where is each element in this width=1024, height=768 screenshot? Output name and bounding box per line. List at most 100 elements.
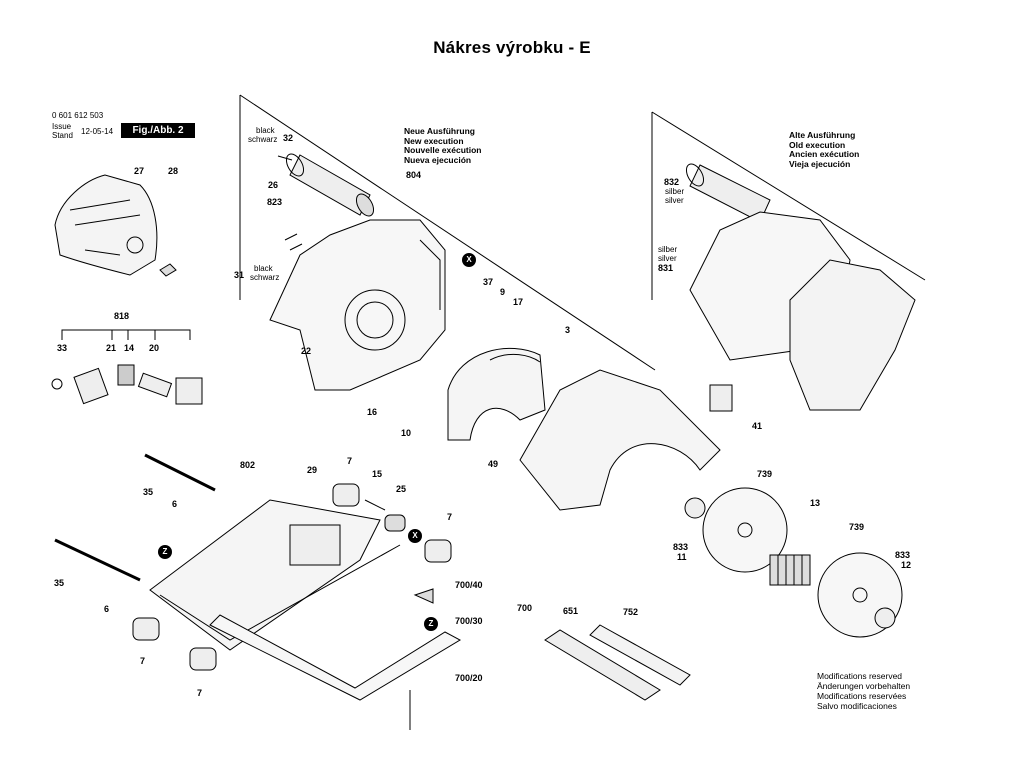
color-note-schwarz: schwarz xyxy=(250,273,280,282)
color-note-silver: silver xyxy=(658,254,677,263)
part-label: 35 xyxy=(54,578,65,588)
old-execution-line: Ancien exécution xyxy=(789,149,860,159)
part-label: 32 xyxy=(283,133,294,143)
part-label: 9 xyxy=(500,287,506,297)
part-label: 6 xyxy=(104,604,110,614)
marker-z: Z xyxy=(424,617,438,631)
marker-x: X xyxy=(462,253,476,267)
issue-label: Issue xyxy=(52,122,72,131)
color-note-black: black xyxy=(256,126,275,135)
marker-x: X xyxy=(408,529,422,543)
cylinder-part-26 xyxy=(277,153,375,217)
rod-6-b xyxy=(54,538,141,582)
old-execution-line: Old execution xyxy=(789,140,846,150)
part-label: 16 xyxy=(367,407,378,417)
modifications-note: Modifications reserved Änderungen vorbeh… xyxy=(817,671,910,711)
part-label: 37 xyxy=(483,277,494,287)
wrench-752 xyxy=(589,624,691,686)
color-note-silver: silver xyxy=(665,196,684,205)
modifications-line: Modifications reserved xyxy=(817,671,903,681)
part-label: 31 xyxy=(234,270,245,280)
base-plate xyxy=(149,499,401,651)
new-execution-line: Nouvelle exécution xyxy=(404,145,482,155)
part-label: 13 xyxy=(810,498,821,508)
page-title: Nákres výrobku - E xyxy=(433,38,591,57)
color-note-silber: silber xyxy=(658,245,678,254)
rollers-7 xyxy=(132,483,452,671)
spring-13 xyxy=(769,554,811,586)
old-execution-line: Vieja ejecución xyxy=(789,159,851,169)
part-label: 739 xyxy=(757,469,773,479)
motor-housing-new xyxy=(269,219,446,391)
part-number: 0 601 612 503 xyxy=(52,111,104,120)
part-label: 752 xyxy=(623,607,639,617)
part-label: 14 xyxy=(124,343,135,353)
flange-833-a xyxy=(684,497,706,519)
part-label: 25 xyxy=(396,484,407,494)
modifications-line: Änderungen vorbehalten xyxy=(817,681,911,691)
part-label: 804 xyxy=(406,170,422,180)
marker-z: Z xyxy=(158,545,172,559)
part-label: 12 xyxy=(901,560,912,570)
part-label: 28 xyxy=(168,166,179,176)
part-label: 20 xyxy=(149,343,160,353)
modifications-line: Modifications reservées xyxy=(817,691,907,701)
part-label: 700 xyxy=(517,603,533,613)
modifications-line: Salvo modificaciones xyxy=(817,701,897,711)
part-label: 11 xyxy=(677,552,687,562)
part-label: 833 xyxy=(895,550,911,560)
part-label: 802 xyxy=(240,460,256,470)
part-label: 7 xyxy=(197,688,203,698)
rod-6-a xyxy=(144,453,216,492)
color-note-black: black xyxy=(254,264,273,273)
knob-700-40 xyxy=(413,588,434,604)
part-label: 33 xyxy=(57,343,68,353)
issue-date: 12-05-14 xyxy=(81,127,114,136)
brush-parts xyxy=(51,364,203,405)
part-label: 7 xyxy=(140,656,146,666)
blade-guard-3 xyxy=(447,348,546,441)
tool-651 xyxy=(544,629,661,701)
stand-label: Stand xyxy=(52,131,73,140)
new-execution-line: New execution xyxy=(404,136,464,146)
new-execution-line: Neue Ausführung xyxy=(404,126,475,136)
part-label: 21 xyxy=(106,343,117,353)
figure-badge: Fig./Abb. 2 xyxy=(121,123,195,138)
part-label: 10 xyxy=(401,428,412,438)
old-execution-line: Alte Ausführung xyxy=(789,130,856,140)
part-label: 22 xyxy=(301,346,312,356)
part-label: 7 xyxy=(447,512,453,522)
part-label: 35 xyxy=(143,487,154,497)
part-label: 6 xyxy=(172,499,178,509)
part-label: 26 xyxy=(268,180,279,190)
new-execution-line: Nueva ejecución xyxy=(404,155,472,165)
large-guard xyxy=(519,369,733,511)
cover-part-27 xyxy=(54,174,177,277)
cutting-disc-739 xyxy=(702,487,788,573)
spring-15 xyxy=(364,499,386,511)
color-note-schwarz: schwarz xyxy=(248,135,278,144)
part-label: 41 xyxy=(752,421,763,431)
part-label: 739 xyxy=(849,522,865,532)
part-label: 700/40 xyxy=(455,580,483,590)
part-label: 29 xyxy=(307,465,318,475)
part-label: 17 xyxy=(513,297,524,307)
part-label: 818 xyxy=(114,311,130,321)
part-label: 7 xyxy=(347,456,353,466)
part-label: 831 xyxy=(658,263,674,273)
color-note-silber: silber xyxy=(665,187,685,196)
part-label: 823 xyxy=(267,197,283,207)
part-label: 832 xyxy=(664,177,680,187)
part-label: 49 xyxy=(488,459,499,469)
motor-housing-old xyxy=(685,163,916,411)
part-label: 27 xyxy=(134,166,145,176)
part-label: 700/20 xyxy=(455,673,483,683)
part-label: 3 xyxy=(565,325,571,335)
part-label: 651 xyxy=(563,606,579,616)
guide-rail-700 xyxy=(209,614,462,730)
part-label: 833 xyxy=(673,542,689,552)
part-label: 15 xyxy=(372,469,383,479)
part-label: 700/30 xyxy=(455,616,483,626)
flange-833-b xyxy=(874,607,896,629)
